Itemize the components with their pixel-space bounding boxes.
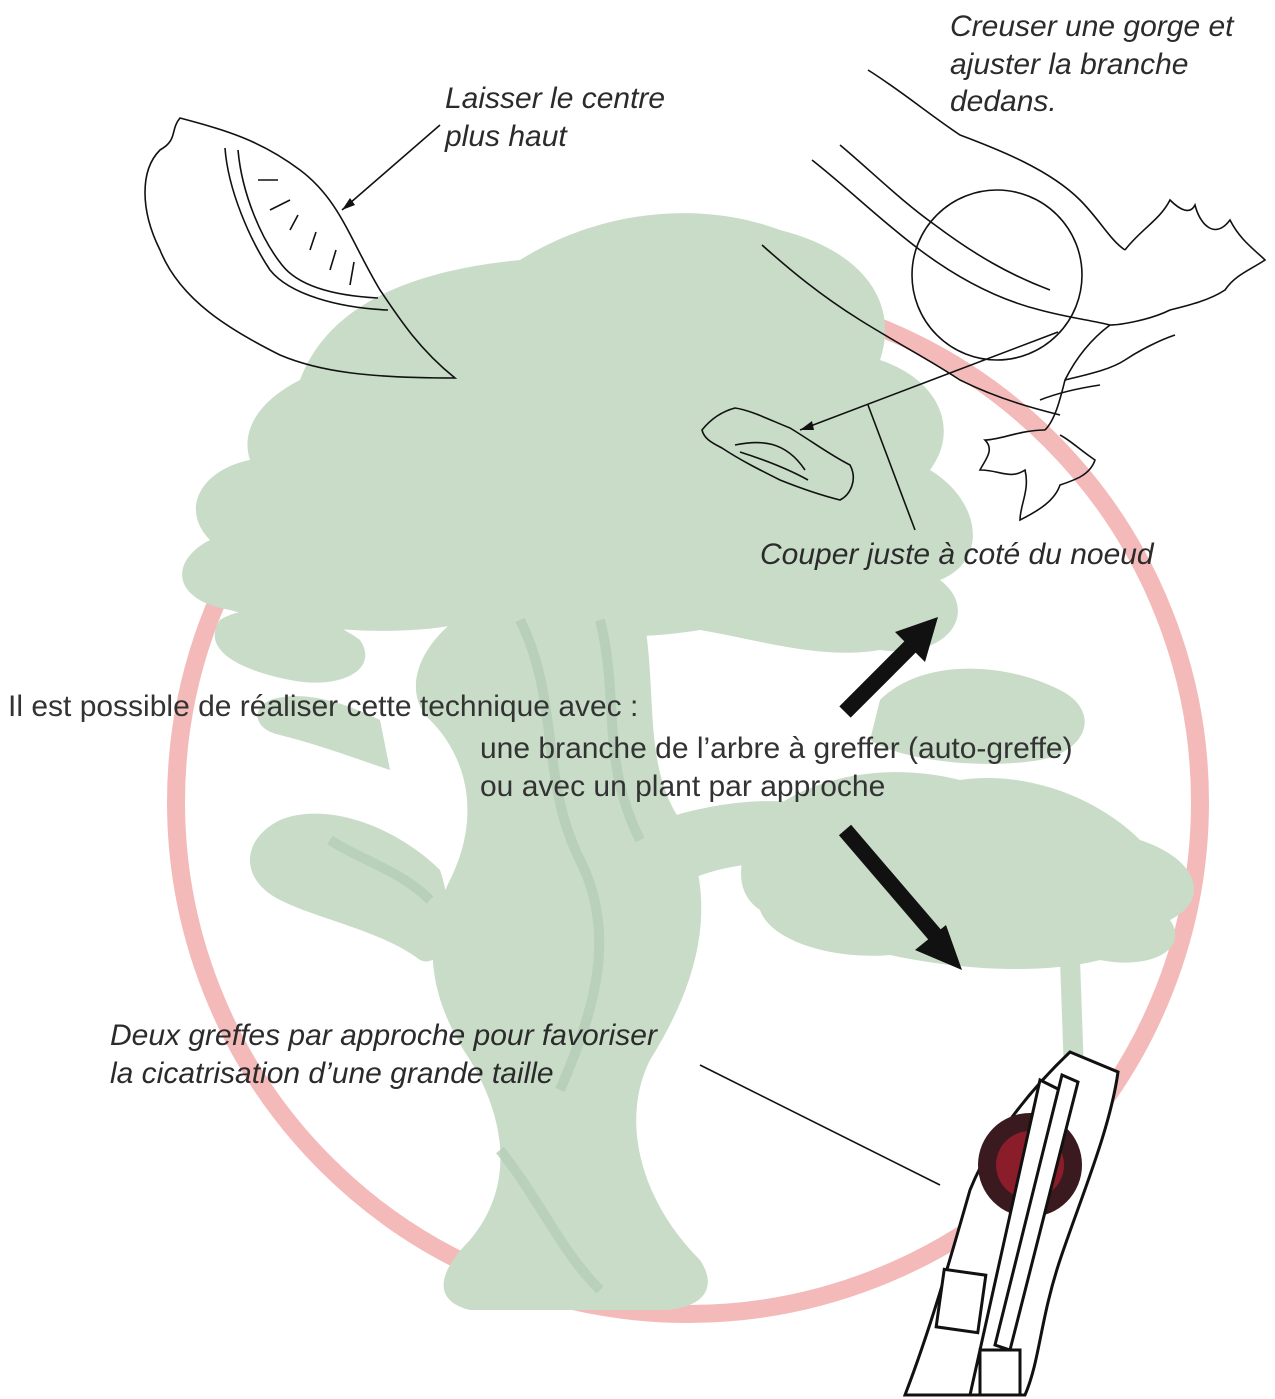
annotation-line: plus haut xyxy=(445,118,665,156)
technique-option: une branche de l’arbre à greffer (auto-g… xyxy=(480,730,1073,768)
annotation-cut-next-node: Couper juste à coté du noeud xyxy=(760,536,1154,574)
annotation-line: Deux greffes par approche pour favoriser xyxy=(110,1017,657,1055)
technique-intro: Il est possible de réaliser cette techni… xyxy=(8,688,638,726)
annotation-line: Laisser le centre xyxy=(445,80,665,118)
annotation-center-higher: Laisser le centre plus haut xyxy=(445,80,665,155)
annotation-groove-branch: Creuser une gorge et ajuster la branche … xyxy=(950,8,1234,121)
double-graft-sketch xyxy=(905,1052,1118,1395)
technique-option: ou avec un plant par approche xyxy=(480,768,1073,806)
annotation-line: dedans. xyxy=(950,83,1234,121)
pointer-line-center xyxy=(342,125,440,210)
pointer-line-graft xyxy=(700,1065,940,1185)
annotation-two-grafts: Deux greffes par approche pour favoriser… xyxy=(110,1017,657,1092)
annotation-line: ajuster la branche xyxy=(950,46,1234,84)
annotation-line: la cicatrisation d’une grande taille xyxy=(110,1055,657,1093)
technique-options: une branche de l’arbre à greffer (auto-g… xyxy=(480,730,1073,805)
annotation-line: Creuser une gorge et xyxy=(950,8,1234,46)
